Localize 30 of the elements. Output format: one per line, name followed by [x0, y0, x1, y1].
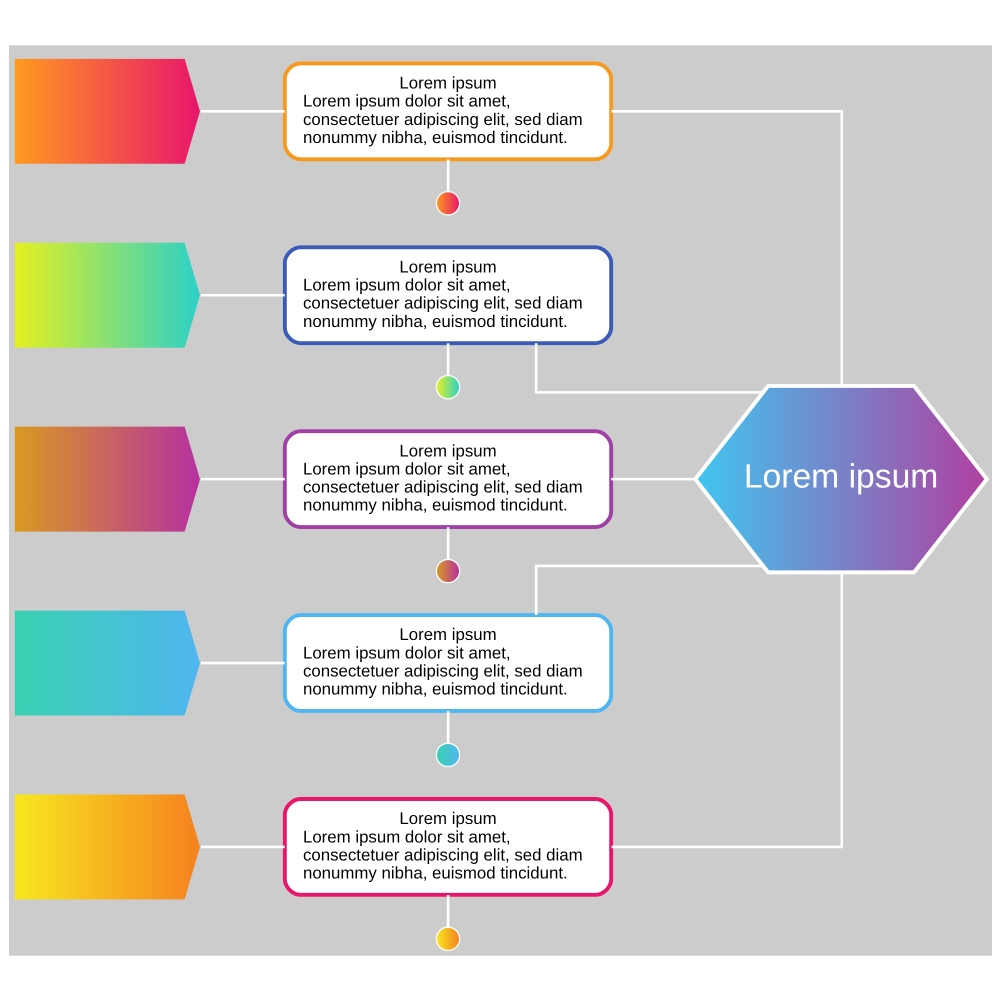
connector [200, 477, 284, 480]
node-circle [435, 558, 460, 583]
connector [200, 661, 284, 664]
node-circle [435, 742, 460, 767]
connector [200, 110, 284, 112]
node-box [13, 241, 201, 348]
node-box [13, 608, 201, 716]
node-box: Lorem ipsum Lorem ipsum dolor sit amet, consectetuer adipiscing elit, sed diam nonummy nibha, euismod tincidunt. [282, 796, 613, 896]
connector [200, 845, 284, 848]
node-box: Lorem ipsum Lorem ipsum dolor sit amet, consectetuer adipiscing elit, sed diam nonummy nibha, euismod tincidunt. [282, 61, 613, 161]
node-circle [435, 190, 460, 216]
connector [534, 342, 762, 394]
connector [446, 158, 449, 192]
connector [446, 342, 449, 375]
node-circle [435, 926, 460, 951]
node-box: Lorem ipsum Lorem ipsum dolor sit amet, consectetuer adipiscing elit, sed diam nonummy nibha, euismod tincidunt. [282, 612, 613, 712]
node-box [13, 424, 201, 532]
node-circle [435, 374, 460, 399]
node-box: Lorem ipsum Lorem ipsum dolor sit amet, consectetuer adipiscing elit, sed diam nonummy nibha, euismod tincidunt. [282, 244, 613, 345]
connector [534, 564, 762, 615]
connector [200, 293, 284, 296]
connector [611, 110, 843, 386]
connector [611, 572, 843, 848]
node-box [13, 792, 201, 900]
node-box: Lorem ipsum Lorem ipsum dolor sit amet, consectetuer adipiscing elit, sed diam nonummy nibha, euismod tincidunt. [282, 428, 613, 528]
connector [446, 710, 449, 743]
connector [610, 477, 695, 480]
node-box [13, 57, 201, 165]
connector [446, 894, 449, 927]
connector [446, 526, 449, 559]
